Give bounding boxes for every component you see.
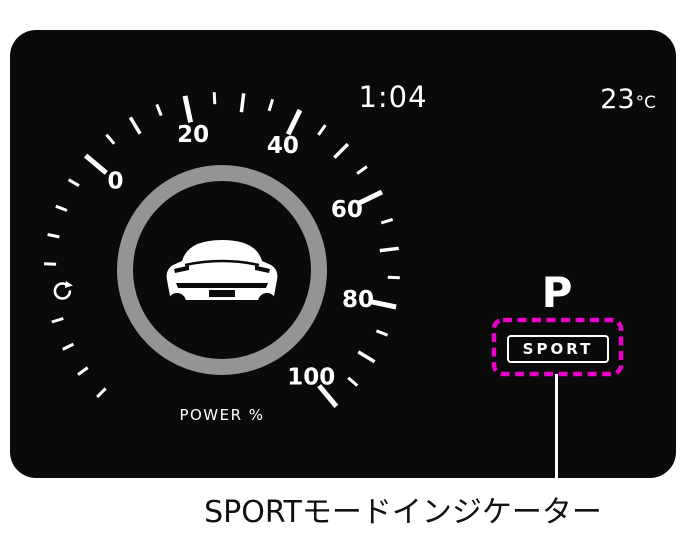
gauge-tick	[96, 387, 107, 399]
gauge-tick	[356, 165, 368, 175]
gauge-tick	[285, 108, 303, 136]
gauge-scale-label: 100	[287, 365, 335, 391]
gauge-tick	[333, 142, 350, 159]
gauge-scale-label: 20	[177, 122, 209, 148]
outside-temperature: 23°C	[600, 84, 656, 115]
gauge-tick	[212, 92, 217, 105]
gauge-tick	[357, 350, 376, 364]
gauge-tick	[239, 93, 246, 113]
annotation-callout-line	[555, 374, 558, 478]
gauge-scale-label: 0	[107, 169, 123, 195]
gauge-unit-label: POWER %	[179, 406, 264, 424]
car-icon	[166, 240, 278, 311]
gauge-tick	[317, 124, 327, 136]
gauge-scale-label: 80	[342, 287, 374, 313]
gauge-ring	[117, 165, 327, 375]
gauge-tick	[67, 178, 80, 187]
temperature-unit: °C	[635, 93, 656, 113]
gauge-tick	[375, 329, 389, 337]
cluster-display: 0 20 40 60 80 100 POWER % 1:04	[10, 30, 676, 478]
power-gauge: 0 20 40 60 80 100 POWER %	[44, 92, 400, 424]
gauge-tick	[369, 298, 397, 310]
gauge-tick	[182, 95, 194, 123]
gauge-tick	[356, 189, 384, 207]
gauge-tick	[55, 204, 68, 212]
gauge-tick	[317, 384, 339, 409]
gauge-scale-label: 60	[331, 197, 363, 223]
temperature-value: 23	[600, 84, 635, 115]
gauge-tick	[105, 133, 116, 145]
gauge-tick	[128, 116, 142, 135]
gauge-tick	[155, 103, 163, 117]
gauge-tick	[267, 98, 275, 112]
gauge-tick	[47, 233, 60, 239]
gear-position-indicator: P	[541, 268, 573, 317]
gauge-tick	[380, 217, 394, 225]
gauge-ticks	[44, 92, 400, 409]
regen-charge-icon	[53, 281, 76, 300]
gauge-scale-labels: 0 20 40 60 80 100	[107, 122, 374, 391]
clock: 1:04	[358, 80, 428, 114]
gauge-tick	[51, 317, 64, 324]
gauge-tick	[83, 153, 108, 175]
gauge-tick	[77, 366, 89, 376]
gauge-scale-label: 40	[267, 133, 299, 159]
gauge-tick	[379, 246, 399, 253]
annotation-caption: SPORTモードインジケーター	[204, 495, 602, 530]
gauge-tick	[347, 376, 359, 387]
sport-mode-indicator: SPORT	[507, 335, 609, 363]
gauge-tick	[62, 342, 75, 351]
gauge-tick	[387, 275, 400, 280]
